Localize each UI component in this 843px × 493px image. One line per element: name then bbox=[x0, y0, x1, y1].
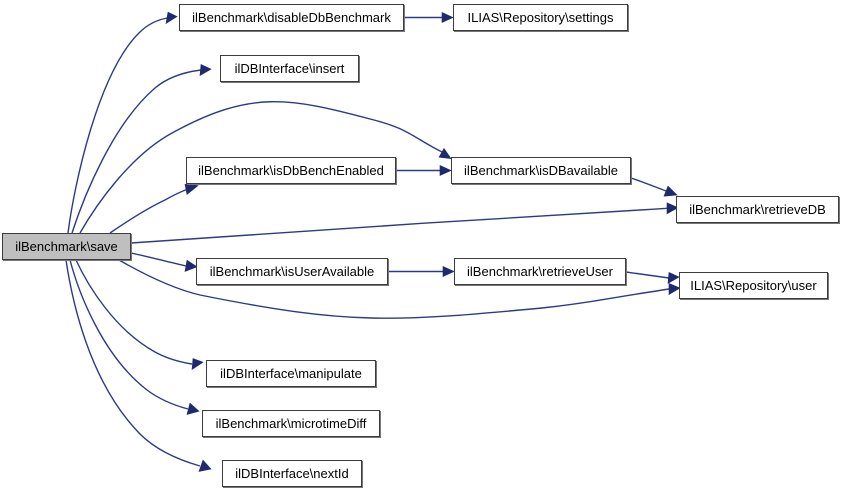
edge-save-to-isDBavailable bbox=[79, 101, 452, 234]
edge-isDBavailable-to-retrieveDB bbox=[630, 177, 678, 197]
edge-save-to-insert bbox=[71, 64, 212, 234]
node-label: ilBenchmark\save bbox=[15, 239, 118, 254]
edge-retrieveUser-to-user bbox=[625, 271, 680, 284]
node-label: ilBenchmark\microtimeDiff bbox=[215, 416, 367, 431]
edge-save-to-retrieveDB bbox=[130, 202, 679, 244]
node-ilbenchmark-isdbavailable[interactable]: ilBenchmark\isDBavailable bbox=[451, 157, 631, 184]
node-label: ilDBInterface\insert bbox=[234, 61, 345, 76]
edge-disableDbBenchmark-to-settings bbox=[404, 12, 454, 23]
edge-isDbBenchEnabled-to-isDBavailable bbox=[396, 165, 452, 176]
node-ilias-repository-settings[interactable]: ILIAS\Repository\settings bbox=[453, 4, 628, 31]
node-label: ilDBInterface\nextId bbox=[235, 466, 349, 481]
edge-save-to-user bbox=[118, 259, 681, 319]
node-ilbenchmark-retrieveuser[interactable]: ilBenchmark\retrieveUser bbox=[454, 258, 626, 285]
node-label: ILIAS\Repository\user bbox=[690, 278, 817, 293]
node-label: ILIAS\Repository\settings bbox=[467, 10, 614, 25]
node-label: ilBenchmark\isDbBenchEnabled bbox=[198, 163, 384, 178]
edge-save-to-isDbBenchEnabled bbox=[109, 183, 199, 234]
edge-save-to-manipulate bbox=[75, 259, 204, 371]
node-label: ilBenchmark\isUserAvailable bbox=[209, 264, 375, 279]
edge-isUserAvailable-to-retrieveUser bbox=[388, 266, 455, 277]
node-label: ilDBInterface\manipulate bbox=[220, 366, 362, 381]
node-ilbenchmark-retrievedb[interactable]: ilBenchmark\retrieveDB bbox=[676, 196, 839, 223]
edge-save-to-isUserAvailable bbox=[130, 252, 198, 272]
node-ildbinterface-nextid[interactable]: ilDBInterface\nextId bbox=[222, 460, 362, 487]
node-ildbinterface-manipulate[interactable]: ilDBInterface\manipulate bbox=[206, 360, 376, 387]
node-ilbenchmark-save[interactable]: ilBenchmark\save bbox=[2, 233, 131, 260]
edge-save-to-nextId bbox=[65, 259, 212, 472]
node-ilbenchmark-isdbbenchenabled[interactable]: ilBenchmark\isDbBenchEnabled bbox=[186, 157, 396, 184]
node-label: ilBenchmark\retrieveUser bbox=[467, 264, 613, 279]
node-ilbenchmark-isuseravailable[interactable]: ilBenchmark\isUserAvailable bbox=[196, 258, 388, 285]
node-ilbenchmark-microtimediff[interactable]: ilBenchmark\microtimeDiff bbox=[202, 410, 380, 437]
node-ilias-repository-user[interactable]: ILIAS\Repository\user bbox=[679, 272, 828, 299]
edge-save-to-microtimeDiff bbox=[69, 259, 200, 415]
node-label: ilBenchmark\isDBavailable bbox=[464, 163, 618, 178]
edge-save-to-disableDbBenchmark bbox=[67, 11, 178, 234]
node-label: ilBenchmark\disableDbBenchmark bbox=[192, 10, 391, 25]
node-label: ilBenchmark\retrieveDB bbox=[689, 202, 826, 217]
node-ildbinterface-insert[interactable]: ilDBInterface\insert bbox=[220, 55, 359, 82]
node-ilbenchmark-disabledbbenchmark[interactable]: ilBenchmark\disableDbBenchmark bbox=[179, 4, 404, 31]
